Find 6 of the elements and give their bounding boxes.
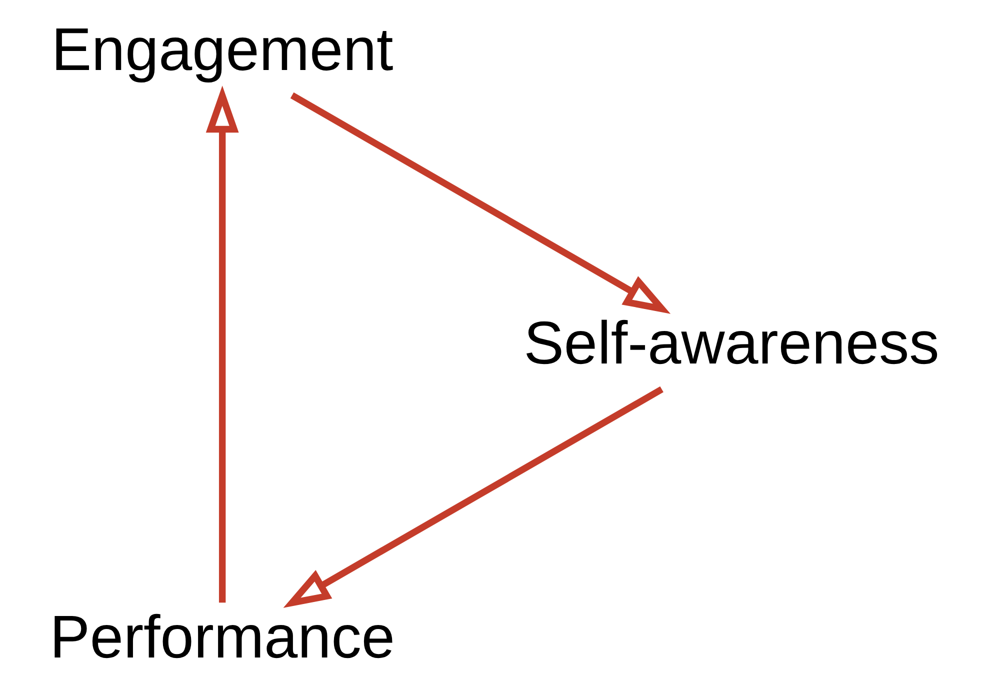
arrow [206, 86, 239, 603]
arrow [283, 386, 664, 608]
node-text: Self-awareness [524, 308, 940, 377]
node-text: Performance [50, 602, 395, 671]
arrow [290, 92, 671, 314]
node-text: Engagement [51, 14, 394, 83]
